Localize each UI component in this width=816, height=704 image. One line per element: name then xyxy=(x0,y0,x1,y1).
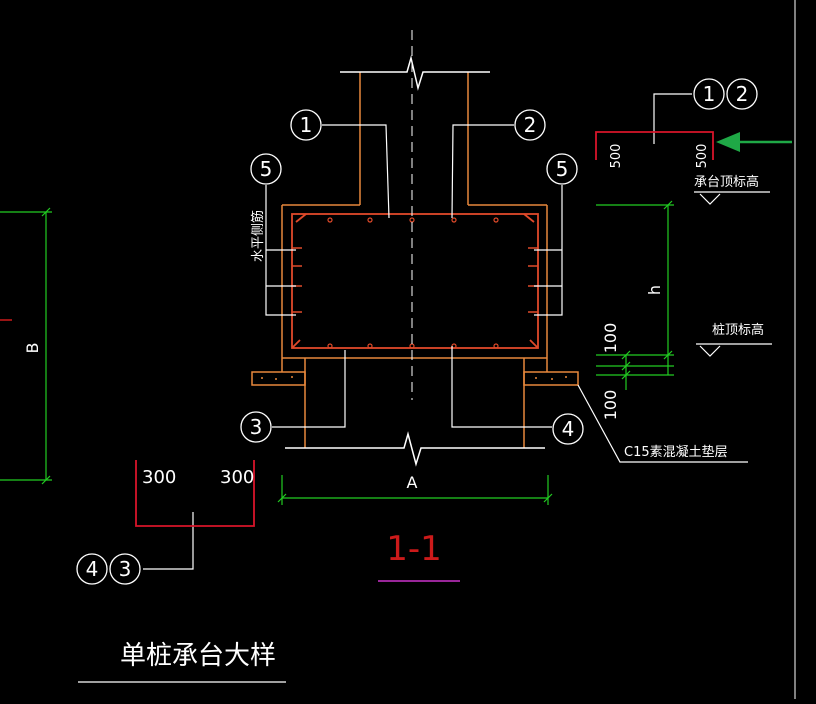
detail-bottom-marker-b: 3 xyxy=(119,557,132,581)
cushion-layer xyxy=(251,358,579,386)
pile-break-line xyxy=(285,431,545,467)
elevation-markers xyxy=(694,191,772,357)
top-bar-right-leg: 500 xyxy=(695,144,710,169)
top-bar-left-leg: 500 xyxy=(609,144,624,169)
dimension-100-lower: 100 xyxy=(601,390,620,421)
drawing-title: 单桩承台大样 xyxy=(120,641,276,671)
side-bars-left xyxy=(292,247,302,313)
bottom-bar-left-leg: 300 xyxy=(142,467,176,488)
marker-bubbles xyxy=(76,78,758,585)
dimension-h-label: h xyxy=(645,285,664,295)
pile-top-elevation: 桩顶标高 xyxy=(712,322,764,338)
top-bar-shape xyxy=(595,131,714,160)
marker-4: 4 xyxy=(562,417,575,441)
bottom-bar-shape xyxy=(135,460,255,527)
dimension-100-upper: 100 xyxy=(601,323,620,354)
pile-cap-outline xyxy=(281,204,548,359)
marker-5-right: 5 xyxy=(556,157,569,181)
pointer-arrow xyxy=(716,132,792,152)
dimension-b-label: B xyxy=(23,343,42,354)
cushion-hatch xyxy=(261,376,567,380)
cap-top-elevation: 承台顶标高 xyxy=(694,174,759,190)
dimension-a xyxy=(277,475,553,505)
horizontal-bars-note: 水平侧筋 xyxy=(250,210,266,262)
marker-1: 1 xyxy=(300,113,313,137)
pile-outline xyxy=(304,358,525,448)
leader-lines xyxy=(143,93,748,570)
detail-bottom-marker-a: 4 xyxy=(86,557,99,581)
marker-labels: 1 2 5 5 3 4 1 2 4 3 xyxy=(86,82,749,581)
side-bars-right xyxy=(528,247,538,313)
detail-top-marker-a: 1 xyxy=(703,82,716,106)
rebar-dots xyxy=(327,217,499,349)
rebar-cage xyxy=(291,213,539,349)
marker-3: 3 xyxy=(250,415,263,439)
column-outline xyxy=(359,72,469,205)
dimension-h xyxy=(596,200,674,390)
dimension-b xyxy=(0,207,52,485)
dimension-a-label: A xyxy=(407,473,418,492)
section-label: 1-1 xyxy=(386,529,442,569)
detail-top-marker-b: 2 xyxy=(736,82,749,106)
bottom-bar-right-leg: 300 xyxy=(220,467,254,488)
marker-2: 2 xyxy=(524,113,537,137)
cushion-note: C15素混凝土垫层 xyxy=(624,444,728,460)
marker-5-left: 5 xyxy=(260,157,273,181)
column-break-line xyxy=(340,55,490,91)
